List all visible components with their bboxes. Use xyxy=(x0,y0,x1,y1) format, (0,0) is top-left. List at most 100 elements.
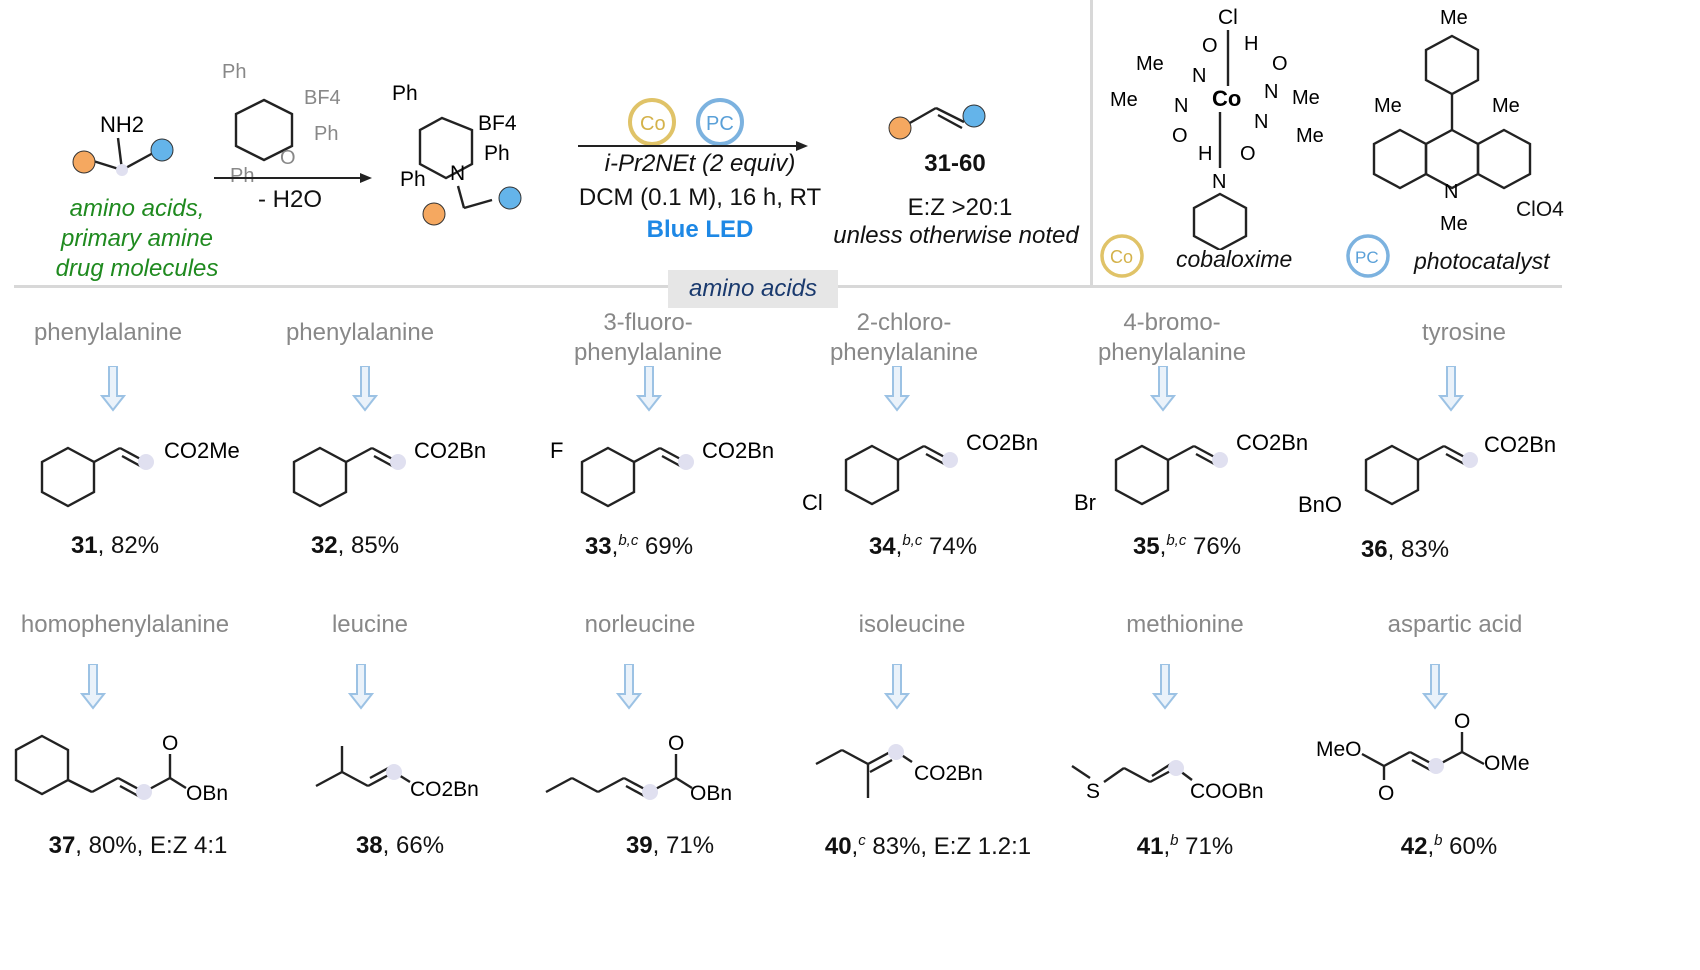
svg-text:Cl: Cl xyxy=(802,490,823,515)
photocatalyst-label: photocatalyst xyxy=(1414,248,1550,274)
svg-text:N: N xyxy=(1174,95,1188,117)
structure-33: F CO2Bn xyxy=(550,438,774,508)
structure-40: CO2Bn xyxy=(815,744,983,798)
co-badge-small: Co xyxy=(1100,234,1144,278)
down-arrow xyxy=(1438,366,1464,412)
substrate-name: tyrosine xyxy=(1421,319,1507,346)
alkene-product-structure xyxy=(888,104,986,140)
svg-text:BnO: BnO xyxy=(1298,492,1342,517)
structure-39: O OBn xyxy=(545,732,732,805)
svg-text:S: S xyxy=(1086,780,1100,803)
ez-ratio: E:Z >20:1 xyxy=(907,194,1013,221)
structure-37: O OBn xyxy=(14,732,228,805)
down-arrow xyxy=(884,366,910,412)
svg-text:H: H xyxy=(1198,143,1212,165)
svg-text:CO2Bn: CO2Bn xyxy=(414,438,486,463)
svg-text:O: O xyxy=(1240,143,1256,165)
substrate-name: 2-chloro- phenylalanine xyxy=(829,309,979,366)
svg-text:N: N xyxy=(1212,171,1226,193)
svg-text:Co: Co xyxy=(640,113,666,135)
svg-text:OBn: OBn xyxy=(186,782,228,805)
svg-text:O: O xyxy=(1172,125,1188,147)
desc-line-3: drug molecules xyxy=(55,255,219,282)
svg-text:N: N xyxy=(1444,181,1458,203)
svg-text:N: N xyxy=(1264,81,1278,103)
desc-line-2: primary amine xyxy=(60,225,214,252)
svg-text:Cl: Cl xyxy=(1218,6,1238,29)
svg-text:O: O xyxy=(668,732,684,755)
svg-text:CO2Bn: CO2Bn xyxy=(914,762,983,785)
svg-text:Me: Me xyxy=(1296,125,1324,147)
pyridinium-intermediate-structure: Ph BF4 Ph Ph N xyxy=(392,82,522,226)
compound-label-36: 36, 83% xyxy=(1360,536,1450,563)
structure-41: S COOBn xyxy=(1071,760,1264,803)
compound-label-39: 39, 71% xyxy=(625,832,715,859)
compound-label-40: 40,c 83%, E:Z 1.2:1 xyxy=(824,832,1032,860)
svg-text:Ph: Ph xyxy=(222,61,246,83)
base-condition: i-Pr2NEt (2 equiv) xyxy=(604,150,796,177)
compound-label-41: 41,b 71% xyxy=(1136,832,1234,860)
co-badge-ring xyxy=(628,98,676,146)
structure-32: CO2Bn xyxy=(292,438,486,508)
substrate-name: methionine xyxy=(1126,611,1244,638)
svg-text:N: N xyxy=(1192,65,1206,87)
substrate-description: amino acids, primary amine drug molecule… xyxy=(22,194,252,284)
structure-35: CO2Bn Br xyxy=(1074,430,1308,515)
ez-note: unless otherwise noted xyxy=(833,222,1079,249)
nh2-label: NH2 xyxy=(100,112,144,137)
substrate-name: leucine xyxy=(331,611,409,638)
solvent-condition: DCM (0.1 M), 16 h, RT xyxy=(578,184,822,211)
svg-text:Me: Me xyxy=(1110,89,1138,111)
svg-text:N: N xyxy=(450,162,465,185)
structure-36: CO2Bn BnO xyxy=(1298,432,1556,517)
compound-label-34: 34,b,c 74% xyxy=(868,532,978,560)
condensation-arrow xyxy=(214,173,372,183)
down-arrow xyxy=(636,366,662,412)
down-arrow xyxy=(616,664,642,710)
svg-text:O: O xyxy=(1378,782,1394,805)
svg-text:OMe: OMe xyxy=(1484,752,1530,775)
acridinium-photocatalyst-structure: Me Me Me N Me xyxy=(1372,7,1532,234)
svg-text:Co: Co xyxy=(1212,86,1241,111)
orange-group-dot xyxy=(72,150,96,174)
svg-text:O: O xyxy=(1454,710,1470,733)
svg-text:PC: PC xyxy=(1355,248,1379,267)
svg-text:Ph: Ph xyxy=(230,165,254,184)
down-arrow xyxy=(352,366,378,412)
desc-line-1: amino acids, xyxy=(69,195,205,222)
substrate-name: 4-bromo- phenylalanine xyxy=(1097,309,1247,366)
bf4-label: BF4 xyxy=(304,87,341,109)
substrate-name: isoleucine xyxy=(858,611,966,638)
svg-text:CO2Bn: CO2Bn xyxy=(410,778,479,801)
svg-text:Ph: Ph xyxy=(400,168,426,191)
product-range: 31-60 xyxy=(924,150,986,177)
down-arrow xyxy=(100,366,126,412)
svg-text:H: H xyxy=(1244,33,1258,55)
compound-label-35: 35,b,c 76% xyxy=(1132,532,1242,560)
down-arrow xyxy=(1150,366,1176,412)
svg-text:F: F xyxy=(550,438,563,463)
down-arrow xyxy=(884,664,910,710)
svg-text:MeO: MeO xyxy=(1316,738,1362,761)
svg-text:CO2Bn: CO2Bn xyxy=(1484,432,1556,457)
svg-text:O: O xyxy=(1272,53,1288,75)
structure-42: MeO O O OMe xyxy=(1316,710,1530,805)
compound-label-38: 38, 66% xyxy=(355,832,445,859)
structure-38: CO2Bn xyxy=(315,746,479,801)
svg-text:Me: Me xyxy=(1492,95,1520,117)
cobaloxime-structure: Cl Co Me Me Me Me N N N N O O O O H H N xyxy=(1110,6,1324,250)
svg-text:Br: Br xyxy=(1074,490,1096,515)
cobaloxime-label: cobaloxime xyxy=(1176,246,1293,272)
amine-substrate-structure: NH2 xyxy=(72,112,174,176)
substrate-name: phenylalanine xyxy=(285,319,435,346)
catalyst-badges: Co PC xyxy=(628,98,744,146)
reaction-conditions: i-Pr2NEt (2 equiv) DCM (0.1 M), 16 h, RT… xyxy=(560,150,840,244)
svg-text:Me: Me xyxy=(1440,7,1468,29)
pyrylium-reagent-structure: Ph BF4 Ph Ph O xyxy=(222,61,341,184)
svg-text:PC: PC xyxy=(706,113,734,135)
substrate-name: 3-fluoro- phenylalanine xyxy=(573,309,723,366)
down-arrow xyxy=(348,664,374,710)
down-arrow xyxy=(1152,664,1178,710)
compound-label-32: 32, 85% xyxy=(310,532,400,559)
substrate-name: homophenylalanine xyxy=(20,611,230,638)
